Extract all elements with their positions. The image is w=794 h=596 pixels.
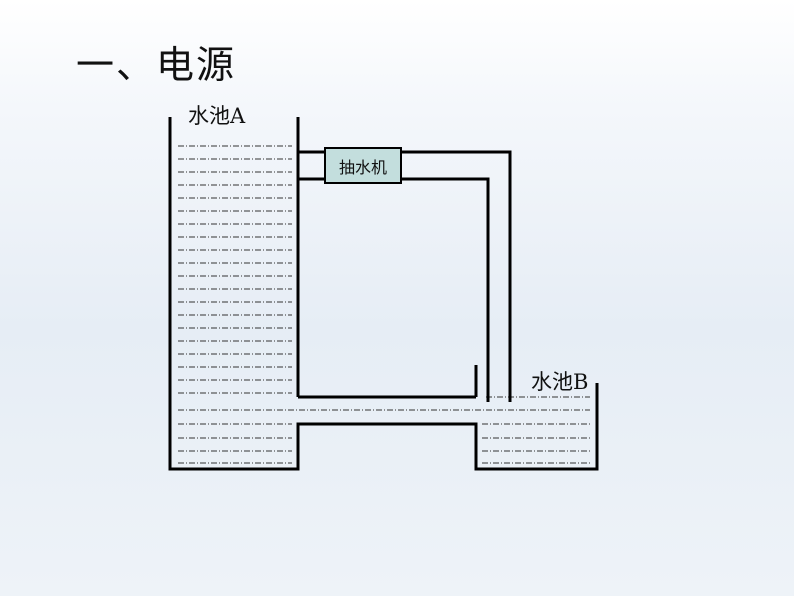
pipes	[298, 150, 512, 402]
pipe-outlet-outer	[402, 150, 512, 402]
pump-label: 抽水机	[338, 157, 387, 177]
tank-a-label: 水池A	[188, 104, 246, 128]
tank-b-water	[482, 396, 590, 464]
tank-b-label: 水池B	[531, 370, 589, 394]
pump-box: 抽水机	[324, 147, 402, 184]
vessel-walls	[168, 117, 599, 471]
tank-a-outer-wall	[168, 117, 599, 471]
slide-title: 一、电源	[76, 43, 237, 87]
tank-a-water	[178, 145, 590, 464]
pipe-outlet-inner	[402, 177, 490, 402]
